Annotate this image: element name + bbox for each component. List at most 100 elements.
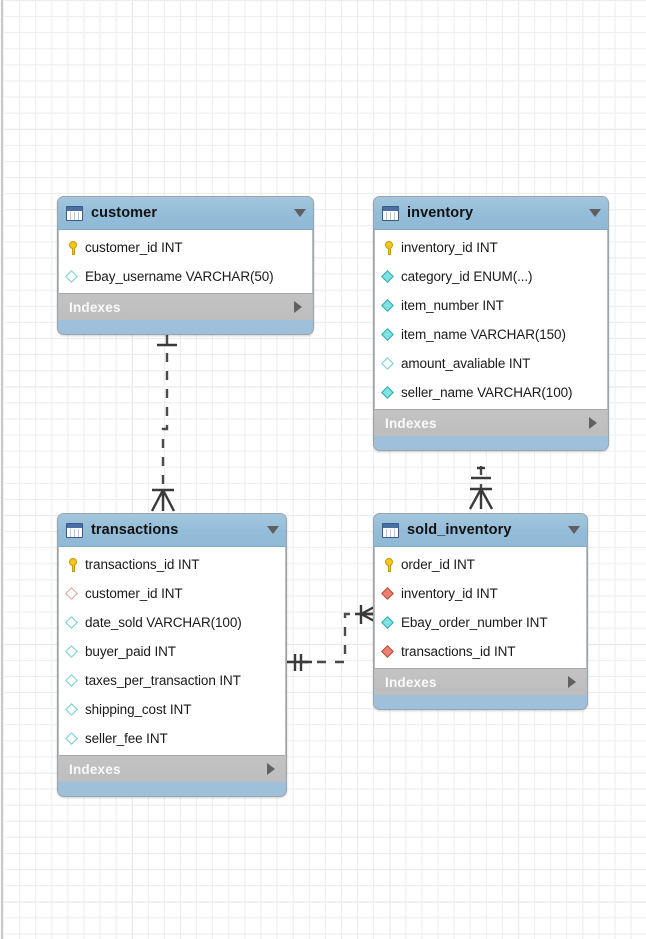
table-indexes-bar-customer[interactable]: Indexes <box>58 293 313 320</box>
column-label: customer_id INT <box>85 586 183 601</box>
column-label: transactions_id INT <box>85 557 200 572</box>
indexes-label: Indexes <box>385 674 437 690</box>
table-icon <box>66 522 83 538</box>
table-column-row[interactable]: seller_name VARCHAR(100) <box>375 378 607 407</box>
table-column-row[interactable]: item_name VARCHAR(150) <box>375 320 607 349</box>
column-label: customer_id INT <box>85 240 183 255</box>
column-icon <box>66 615 80 631</box>
indexes-label: Indexes <box>69 761 121 777</box>
table-column-row[interactable]: Ebay_order_number INT <box>375 608 586 637</box>
chevron-down-icon[interactable] <box>267 526 279 534</box>
primary-key-icon <box>382 240 396 256</box>
table-title: inventory <box>407 205 474 221</box>
column-icon <box>66 702 80 718</box>
foreign-key-icon <box>382 586 396 602</box>
table-footer <box>58 320 313 334</box>
table-header-transactions[interactable]: transactions <box>58 514 286 547</box>
table-transactions[interactable]: transactions transactions_id INT custome… <box>57 513 287 797</box>
table-header-sold-inventory[interactable]: sold_inventory <box>374 514 587 547</box>
table-column-row[interactable]: Ebay_username VARCHAR(50) <box>59 262 312 291</box>
table-column-row[interactable]: category_id ENUM(...) <box>375 262 607 291</box>
table-column-row[interactable]: customer_id INT <box>59 579 285 608</box>
table-inventory[interactable]: inventory inventory_id INT category_id E… <box>373 196 609 451</box>
table-icon <box>382 522 399 538</box>
column-icon <box>382 615 396 631</box>
primary-key-icon <box>382 557 396 573</box>
table-column-row[interactable]: order_id INT <box>375 550 586 579</box>
indexes-label: Indexes <box>385 415 437 431</box>
column-icon <box>66 644 80 660</box>
column-label: item_number INT <box>401 298 504 313</box>
table-column-row[interactable]: transactions_id INT <box>375 637 586 666</box>
table-column-row[interactable]: seller_fee INT <box>59 724 285 753</box>
chevron-down-icon[interactable] <box>568 526 580 534</box>
primary-key-icon <box>66 557 80 573</box>
column-icon <box>66 673 80 689</box>
column-icon <box>382 269 396 285</box>
column-label: shipping_cost INT <box>85 702 192 717</box>
chevron-right-icon[interactable] <box>589 417 597 429</box>
table-columns-customer: customer_id INT Ebay_username VARCHAR(50… <box>58 230 313 293</box>
chevron-right-icon[interactable] <box>568 676 576 688</box>
column-icon <box>382 327 396 343</box>
table-column-row[interactable]: transactions_id INT <box>59 550 285 579</box>
foreign-key-icon <box>66 586 80 602</box>
chevron-right-icon[interactable] <box>294 301 302 313</box>
table-header-customer[interactable]: customer <box>58 197 313 230</box>
column-label: amount_avaliable INT <box>401 356 531 371</box>
primary-key-icon <box>66 240 80 256</box>
table-header-inventory[interactable]: inventory <box>374 197 608 230</box>
table-indexes-bar-sold-inventory[interactable]: Indexes <box>374 668 587 695</box>
canvas-left-ruler-edge <box>0 0 4 939</box>
table-customer[interactable]: customer customer_id INT Ebay_username V… <box>57 196 314 335</box>
column-label: seller_fee INT <box>85 731 168 746</box>
table-indexes-bar-transactions[interactable]: Indexes <box>58 755 286 782</box>
table-column-row[interactable]: inventory_id INT <box>375 579 586 608</box>
column-label: Ebay_order_number INT <box>401 615 548 630</box>
table-column-row[interactable]: taxes_per_transaction INT <box>59 666 285 695</box>
table-column-row[interactable]: amount_avaliable INT <box>375 349 607 378</box>
table-title: customer <box>91 205 158 221</box>
indexes-label: Indexes <box>69 299 121 315</box>
table-sold-inventory[interactable]: sold_inventory order_id INT inventory_id… <box>373 513 588 710</box>
table-title: transactions <box>91 522 179 538</box>
column-icon <box>66 731 80 747</box>
table-column-row[interactable]: customer_id INT <box>59 233 312 262</box>
table-column-row[interactable]: shipping_cost INT <box>59 695 285 724</box>
column-label: date_sold VARCHAR(100) <box>85 615 242 630</box>
table-footer <box>58 782 286 796</box>
column-label: item_name VARCHAR(150) <box>401 327 566 342</box>
table-indexes-bar-inventory[interactable]: Indexes <box>374 409 608 436</box>
chevron-down-icon[interactable] <box>294 209 306 217</box>
table-column-row[interactable]: date_sold VARCHAR(100) <box>59 608 285 637</box>
column-icon <box>382 356 396 372</box>
column-label: transactions_id INT <box>401 644 516 659</box>
chevron-down-icon[interactable] <box>589 209 601 217</box>
table-column-row[interactable]: buyer_paid INT <box>59 637 285 666</box>
column-icon <box>382 385 396 401</box>
column-icon <box>66 269 80 285</box>
column-label: inventory_id INT <box>401 240 498 255</box>
table-columns-inventory: inventory_id INT category_id ENUM(...) i… <box>374 230 608 409</box>
table-footer <box>374 436 608 450</box>
table-footer <box>374 695 587 709</box>
foreign-key-icon <box>382 644 396 660</box>
table-icon <box>382 205 399 221</box>
chevron-right-icon[interactable] <box>267 763 275 775</box>
table-title: sold_inventory <box>407 522 512 538</box>
column-label: inventory_id INT <box>401 586 498 601</box>
table-columns-sold-inventory: order_id INT inventory_id INT Ebay_order… <box>374 547 587 668</box>
column-label: seller_name VARCHAR(100) <box>401 385 573 400</box>
table-icon <box>66 205 83 221</box>
column-label: order_id INT <box>401 557 475 572</box>
table-columns-transactions: transactions_id INT customer_id INT date… <box>58 547 286 755</box>
column-label: Ebay_username VARCHAR(50) <box>85 269 274 284</box>
column-label: buyer_paid INT <box>85 644 176 659</box>
column-label: taxes_per_transaction INT <box>85 673 241 688</box>
table-column-row[interactable]: item_number INT <box>375 291 607 320</box>
table-column-row[interactable]: inventory_id INT <box>375 233 607 262</box>
column-label: category_id ENUM(...) <box>401 269 533 284</box>
